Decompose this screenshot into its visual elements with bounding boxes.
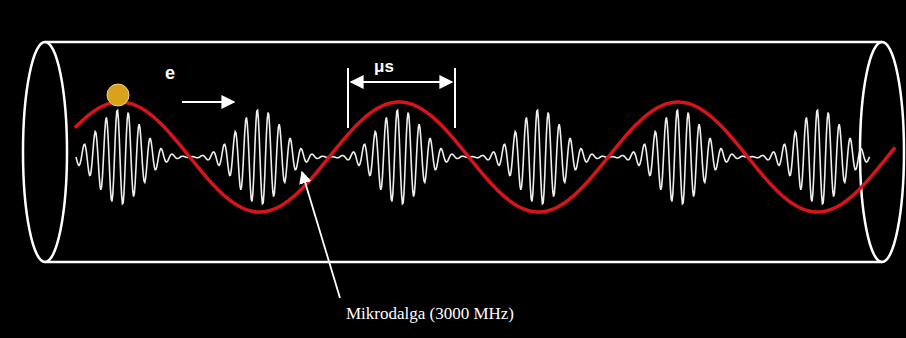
time-bracket [348, 68, 455, 128]
microwave-label: Mikrodalga (3000 MHz) [344, 305, 516, 324]
time-label: μs [372, 58, 396, 77]
microwave-packets [76, 110, 870, 204]
electron-label: e [163, 64, 177, 84]
cylinder [23, 42, 904, 262]
rf-wave [75, 102, 895, 212]
direction-arrow [182, 101, 234, 103]
leader-line [302, 172, 340, 298]
electron [107, 84, 129, 106]
